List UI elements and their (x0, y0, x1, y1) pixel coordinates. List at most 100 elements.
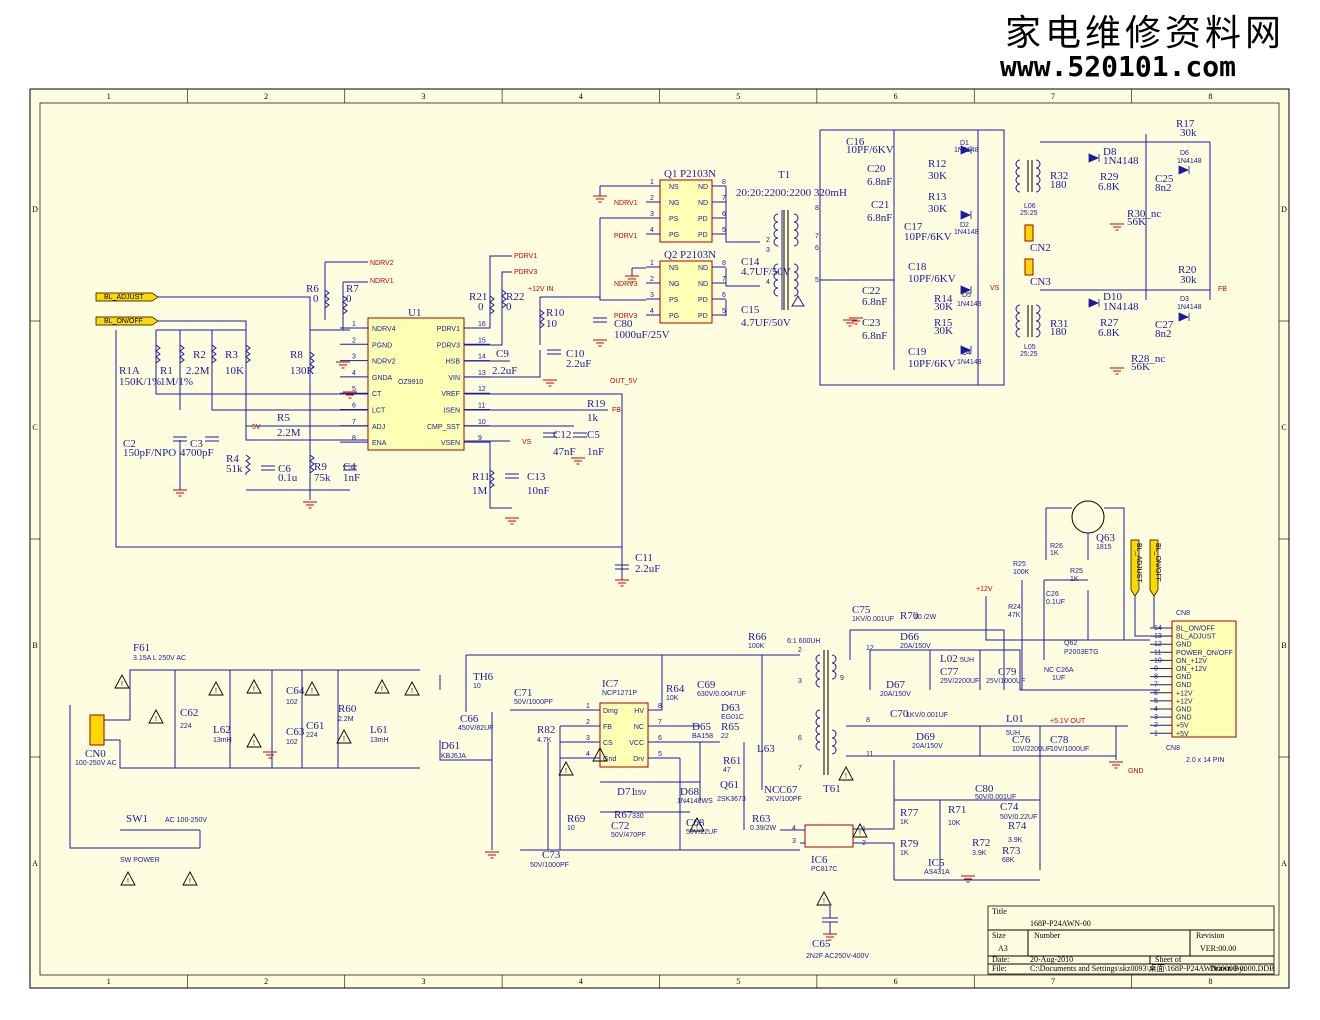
c19-ref: C19 (908, 346, 927, 358)
c13-ref: C13 (527, 471, 546, 483)
cn0-ref: CN0 (85, 748, 106, 760)
q-source-wires (599, 185, 646, 301)
u1-pin-name: ADJ (372, 424, 385, 431)
r9-val: 75k (314, 472, 331, 484)
cn8-pin-number: 8 (1154, 674, 1158, 681)
u1-pin-number: 13 (478, 370, 486, 377)
c13-val: 10nF (527, 485, 550, 497)
ic7-left-wires (520, 726, 800, 851)
c72-val: 50V/470PF (611, 832, 646, 839)
r67-val: 330 (632, 813, 644, 820)
q-pin-number: 1 (650, 179, 654, 186)
cn8-pin-name: ON_+12V (1176, 658, 1207, 665)
q61-ref: Q61 (720, 779, 739, 791)
coil-winding (793, 213, 799, 247)
ndrv2-flag: NDRV2 (370, 260, 394, 267)
col-marker-bottom: 6 (894, 977, 898, 986)
cn8-ref-bottom: CN8 (1166, 745, 1180, 752)
r11-ref: R11 (472, 471, 490, 483)
resistor-symbol (489, 469, 495, 490)
col-marker-bottom: 5 (736, 977, 740, 986)
d68-ref: D68 (680, 786, 699, 798)
caution-mark: ! (845, 773, 847, 780)
cn8-pin-name: BL_ADJUST (1176, 634, 1216, 641)
hsb-vin-wires (464, 296, 600, 378)
u1-pin-name: VIN (448, 375, 460, 382)
l61-ref: L61 (370, 724, 388, 736)
ground-icon (615, 579, 629, 587)
fb-flag-1: FB (612, 407, 621, 414)
c9-ref: C9 (496, 348, 509, 360)
u1-pin-number: 2 (352, 337, 356, 344)
c70-ref: C70 (890, 708, 909, 720)
caution-mark: ! (696, 824, 698, 831)
diode-symbol (960, 210, 972, 220)
diode-symbol (960, 145, 972, 155)
r1a-val: 150K/1% (119, 376, 161, 388)
r27-ref: R27 (1100, 317, 1119, 329)
r11-val: 1M (472, 485, 488, 497)
u1-pin-number: 6 (352, 403, 356, 410)
ic7-pin-name: Dmg (603, 708, 618, 715)
caution-icon (246, 733, 262, 748)
ndrv1-flag: NDRV1 (370, 278, 394, 285)
bl-onoff-v-label: BL_ON/OFF (1154, 543, 1161, 582)
pin-number: 9 (840, 675, 844, 682)
c69-val: 630V/0.0047UF (697, 691, 746, 698)
warning-icon (791, 295, 805, 307)
u1-pin-number: 5 (352, 386, 356, 393)
c79-val: 25V/1000UF (986, 678, 1025, 685)
col-marker-bottom: 2 (264, 977, 268, 986)
pin-number: 6 (798, 735, 802, 742)
r28-ref: R28_nc (1131, 353, 1165, 365)
coil-winding (1035, 159, 1041, 193)
q-pin-number: 7 (722, 276, 726, 283)
r82-ref: R82 (537, 724, 555, 736)
cn2-ref: CN2 (1030, 242, 1051, 254)
u1-pin-name: NDRV2 (372, 359, 396, 366)
t1-spec: 20:20:2200:2200 320mH (736, 187, 847, 199)
r74-val: 3.9K (1008, 837, 1023, 844)
r61-val: 47 (723, 767, 731, 774)
resistor-symbol (501, 289, 507, 310)
r72-ref: R72 (972, 837, 990, 849)
coil-winding (1015, 304, 1021, 338)
c65-symbol (822, 906, 838, 934)
ic7-pin-number: 1 (586, 703, 590, 710)
r63-val: 0.39/2W (750, 825, 776, 832)
5v-flag: 5V (252, 424, 261, 431)
c22-ref: C22 (862, 285, 880, 297)
r24-val: 47K (1008, 612, 1021, 619)
caution-mark: ! (599, 754, 601, 761)
bl-onoff-label: BL_ON/OFF (104, 318, 143, 325)
c16-val: 10PF/6KV (846, 144, 894, 156)
pdrv3-flag: PDRV3 (514, 269, 537, 276)
resistor-symbol (324, 289, 330, 310)
caution-mark: ! (253, 740, 255, 747)
u1-pin-name: PDRV3 (437, 342, 460, 349)
c10-val: 2.2uF (566, 358, 591, 370)
r15-ref: R15 (934, 317, 953, 329)
c66-val: 450V/82UF (458, 725, 493, 732)
c23-val: 6.8nF (862, 330, 887, 342)
row-marker-right: B (1281, 641, 1286, 650)
c15-val: 4.7UF/50V (741, 317, 791, 329)
c19-val: 10PF/6KV (908, 358, 956, 370)
cn8-pin-number: 13 (1154, 633, 1162, 640)
coil-winding (793, 263, 799, 297)
c20-val: 6.8nF (867, 176, 892, 188)
caution-icon (208, 681, 224, 696)
ndrv1-q1: NDRV1 (614, 200, 638, 207)
diode-symbol (1178, 165, 1190, 175)
r69-ref: R69 (567, 813, 586, 825)
r21-r22-wires (464, 255, 512, 346)
t61-ref: T61 (823, 783, 841, 795)
c65-val: 2N2F AC250V-400V (806, 953, 869, 960)
d65-val: BA158 (692, 733, 713, 740)
c26a-val: 1UF (1052, 675, 1065, 682)
r70-val: 10 /2W (914, 614, 937, 621)
d10-ref: D10 (1103, 291, 1122, 303)
u1-pin-name: ISEN (444, 408, 460, 415)
